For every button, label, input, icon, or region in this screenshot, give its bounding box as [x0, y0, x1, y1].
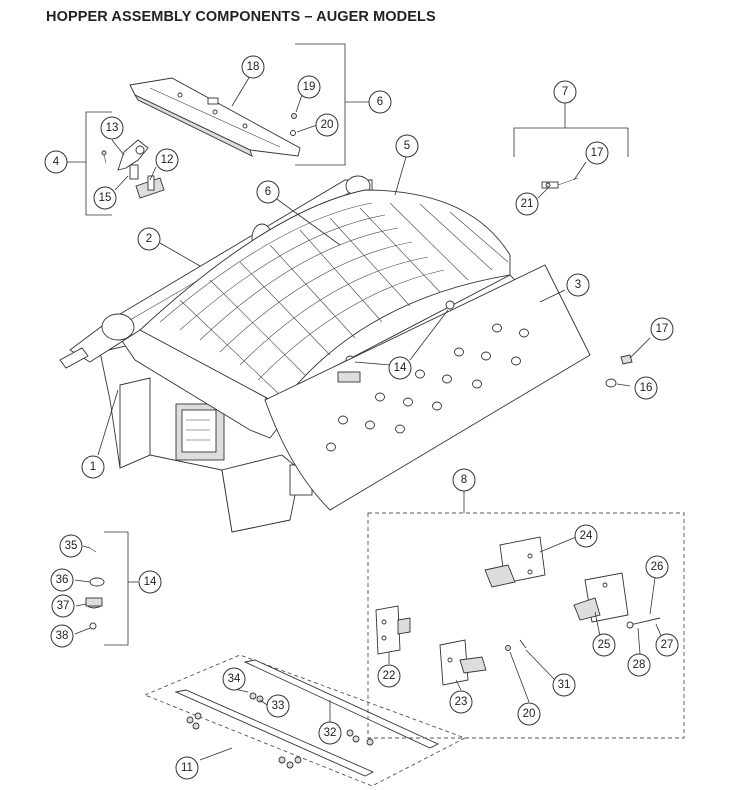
svg-text:2: 2 — [146, 233, 152, 245]
callout-18: 18 — [241, 55, 265, 79]
callout-16: 16 — [634, 376, 658, 400]
callout-38: 38 — [50, 624, 74, 648]
callout-32: 32 — [318, 721, 342, 745]
callout-28: 28 — [627, 653, 651, 677]
callout-26: 26 — [645, 555, 669, 579]
callout-24: 24 — [574, 524, 598, 548]
svg-text:24: 24 — [580, 530, 593, 542]
svg-text:23: 23 — [455, 696, 468, 708]
svg-text:6: 6 — [265, 186, 271, 198]
callout-4: 4 — [44, 150, 68, 174]
callout-33: 33 — [266, 694, 290, 718]
svg-text:20: 20 — [523, 708, 536, 720]
callout-15: 15 — [93, 186, 117, 210]
page-title: HOPPER ASSEMBLY COMPONENTS – AUGER MODEL… — [46, 9, 436, 25]
callout-11: 11 — [175, 756, 199, 780]
svg-text:3: 3 — [575, 279, 581, 291]
callout-6-top: 6 — [368, 90, 392, 114]
leader-lines — [97, 156, 566, 513]
svg-text:14: 14 — [144, 576, 157, 588]
svg-text:17: 17 — [591, 147, 604, 159]
callout-2: 2 — [137, 227, 161, 251]
svg-text:19: 19 — [303, 81, 316, 93]
callout-7: 7 — [553, 80, 577, 104]
svg-text:38: 38 — [56, 630, 69, 642]
svg-text:15: 15 — [99, 192, 112, 204]
bracket-kit — [367, 512, 685, 739]
rail-kit — [143, 654, 467, 787]
callout-14-kit: 14 — [138, 570, 162, 594]
callout-20-kit: 20 — [517, 702, 541, 726]
callout-6: 6 — [256, 180, 280, 204]
svg-text:20: 20 — [321, 119, 334, 131]
svg-text:7: 7 — [562, 86, 568, 98]
fastener-kit — [74, 531, 138, 646]
svg-text:26: 26 — [651, 561, 664, 573]
svg-text:37: 37 — [57, 600, 70, 612]
callout-22: 22 — [377, 664, 401, 688]
callout-12: 12 — [155, 148, 179, 172]
callout-14: 14 — [388, 356, 412, 380]
callout-31: 31 — [552, 673, 576, 697]
callout-23: 23 — [449, 690, 473, 714]
svg-text:4: 4 — [53, 156, 60, 168]
svg-text:14: 14 — [394, 362, 407, 374]
callout-17: 17 — [585, 141, 609, 165]
callout-27: 27 — [655, 633, 679, 657]
callout-8: 8 — [452, 468, 476, 492]
callout-36: 36 — [50, 568, 74, 592]
callout-19: 19 — [297, 75, 321, 99]
svg-text:12: 12 — [161, 154, 174, 166]
svg-text:35: 35 — [65, 540, 78, 552]
callout-35: 35 — [59, 534, 83, 558]
svg-text:21: 21 — [521, 198, 534, 210]
svg-text:18: 18 — [247, 61, 260, 73]
svg-text:1: 1 — [90, 461, 96, 473]
callout-25: 25 — [592, 633, 616, 657]
mounting-bar-assembly — [129, 43, 369, 166]
svg-text:5: 5 — [404, 140, 410, 152]
callout-1: 1 — [81, 455, 105, 479]
svg-text:11: 11 — [181, 762, 193, 774]
callout-13: 13 — [100, 116, 124, 140]
svg-text:28: 28 — [633, 659, 646, 671]
svg-text:36: 36 — [56, 574, 69, 586]
callout-20: 20 — [315, 113, 339, 137]
svg-text:16: 16 — [640, 382, 653, 394]
callout-17-plate: 17 — [650, 317, 674, 341]
svg-text:31: 31 — [558, 679, 571, 691]
svg-text:17: 17 — [656, 323, 669, 335]
svg-text:33: 33 — [272, 700, 285, 712]
svg-text:25: 25 — [598, 639, 611, 651]
svg-text:13: 13 — [106, 122, 119, 134]
svg-text:22: 22 — [383, 670, 396, 682]
callout-37: 37 — [51, 594, 75, 618]
callout-21: 21 — [515, 192, 539, 216]
pin-assembly — [513, 103, 629, 199]
svg-text:32: 32 — [324, 727, 337, 739]
svg-text:27: 27 — [661, 639, 674, 651]
svg-text:6: 6 — [377, 96, 383, 108]
front-plate — [264, 264, 651, 511]
svg-text:8: 8 — [461, 474, 467, 486]
callout-5: 5 — [395, 134, 419, 158]
latch-assembly — [66, 111, 165, 216]
svg-text:34: 34 — [228, 673, 241, 685]
callout-34: 34 — [222, 667, 246, 691]
callout-3: 3 — [566, 273, 590, 297]
